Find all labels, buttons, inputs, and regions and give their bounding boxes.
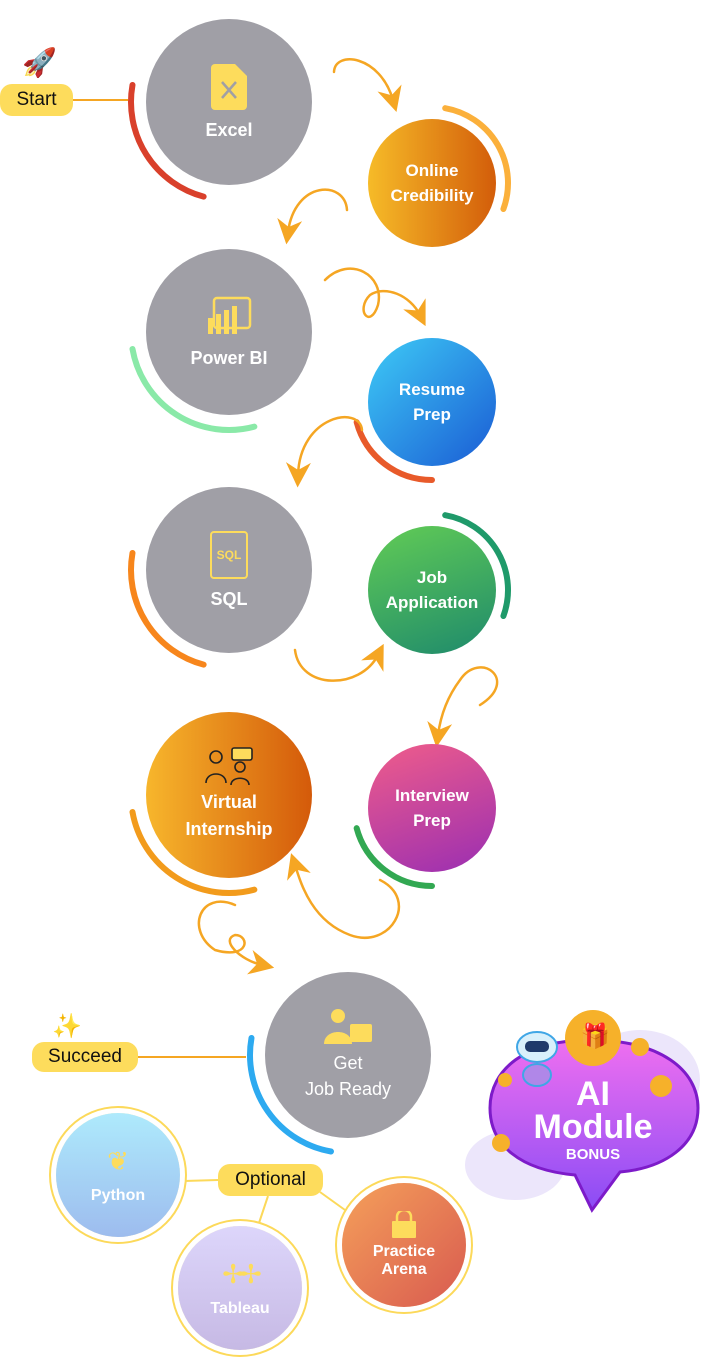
mentor-icon bbox=[205, 747, 253, 785]
step-label: Interview bbox=[395, 786, 469, 805]
jobapp-arc bbox=[442, 512, 511, 619]
gift-icon: 🎁 bbox=[580, 1023, 610, 1050]
excel-file-icon bbox=[211, 63, 247, 110]
optional-label-text: Arena bbox=[381, 1261, 427, 1278]
step-sql[interactable]: SQL SQL bbox=[146, 487, 312, 653]
ai-module-bonus[interactable]: AI Module BONUS bbox=[488, 1040, 698, 1180]
step-label: Job bbox=[416, 568, 448, 587]
online-arc bbox=[442, 105, 511, 212]
excel-arc bbox=[128, 81, 207, 200]
step-label: Application bbox=[385, 593, 479, 612]
step-get-job-ready[interactable]: Get Job Ready bbox=[265, 972, 431, 1138]
power-bi-icon bbox=[208, 296, 252, 334]
arrow-resume-to-sql bbox=[285, 416, 364, 488]
arrow-internship-to-jobready bbox=[197, 900, 275, 975]
step-label: Job Ready bbox=[304, 1079, 392, 1099]
powerbi-arc bbox=[129, 346, 258, 433]
step-power-bi[interactable]: Power BI bbox=[146, 249, 312, 415]
arrow-sql-to-jobapp bbox=[293, 643, 384, 682]
step-virtual-internship[interactable]: Virtual Internship bbox=[146, 712, 312, 878]
interview-arc bbox=[353, 825, 435, 889]
practice-lock-icon bbox=[392, 1211, 416, 1238]
optional-practice-arena[interactable]: Practice Arena bbox=[342, 1183, 466, 1307]
optional-label-text: Tableau bbox=[210, 1299, 270, 1317]
sql-file-icon: SQL bbox=[210, 530, 248, 579]
succeed-label: Succeed bbox=[32, 1042, 138, 1072]
jobready-arc bbox=[247, 1034, 334, 1155]
optional-label-text: Practice bbox=[372, 1243, 436, 1260]
step-label: Online bbox=[405, 161, 459, 180]
step-label: SQL bbox=[210, 588, 248, 609]
tableau-icon: ✢✢ bbox=[222, 1258, 262, 1289]
sql-icon-text: SQL bbox=[216, 547, 242, 562]
sql-arc bbox=[128, 549, 207, 668]
step-label: Credibility bbox=[390, 186, 474, 205]
step-label: Prep bbox=[413, 811, 451, 830]
resume-arc bbox=[353, 419, 435, 483]
optional-python[interactable]: ❦ Python bbox=[56, 1113, 180, 1237]
step-label: Power BI bbox=[190, 347, 268, 368]
step-resume-prep[interactable]: Resume Prep bbox=[368, 338, 496, 466]
ai-module-title-line2: Module bbox=[533, 1107, 653, 1146]
step-label: Excel bbox=[205, 119, 253, 140]
step-label: Internship bbox=[185, 819, 273, 839]
arrow-interview-to-internship bbox=[287, 853, 401, 939]
arrow-online-to-powerbi bbox=[277, 188, 349, 245]
arrow-jobapp-to-interview bbox=[427, 666, 499, 748]
optional-label-text: Python bbox=[90, 1186, 146, 1204]
celebration-icon: ✨ bbox=[52, 1013, 82, 1040]
step-online-credibility[interactable]: Online Credibility bbox=[368, 119, 496, 247]
step-label: Get bbox=[333, 1053, 363, 1073]
arrow-powerbi-to-resume bbox=[323, 267, 426, 327]
optional-tableau[interactable]: ✢✢ Tableau bbox=[178, 1226, 302, 1350]
ai-module-bubble bbox=[465, 1010, 700, 1213]
step-job-application[interactable]: Job Application bbox=[368, 526, 496, 654]
step-label: Virtual bbox=[201, 792, 257, 812]
arrow-excel-to-online bbox=[332, 58, 402, 113]
internship-arc bbox=[129, 809, 258, 896]
optional-label: Optional bbox=[218, 1164, 323, 1196]
step-interview-prep[interactable]: Interview Prep bbox=[368, 744, 496, 872]
start-label: Start bbox=[0, 84, 73, 116]
step-excel[interactable]: Excel bbox=[146, 19, 312, 185]
ai-module-bonus-text: BONUS bbox=[565, 1145, 621, 1163]
step-label: Resume bbox=[398, 380, 466, 399]
rocket-icon: 🚀 bbox=[22, 47, 57, 78]
python-icon: ❦ bbox=[107, 1145, 129, 1176]
ai-module-title-line1: AI bbox=[576, 1074, 610, 1113]
step-label: Prep bbox=[413, 405, 451, 424]
job-briefcase-icon bbox=[324, 1009, 372, 1044]
